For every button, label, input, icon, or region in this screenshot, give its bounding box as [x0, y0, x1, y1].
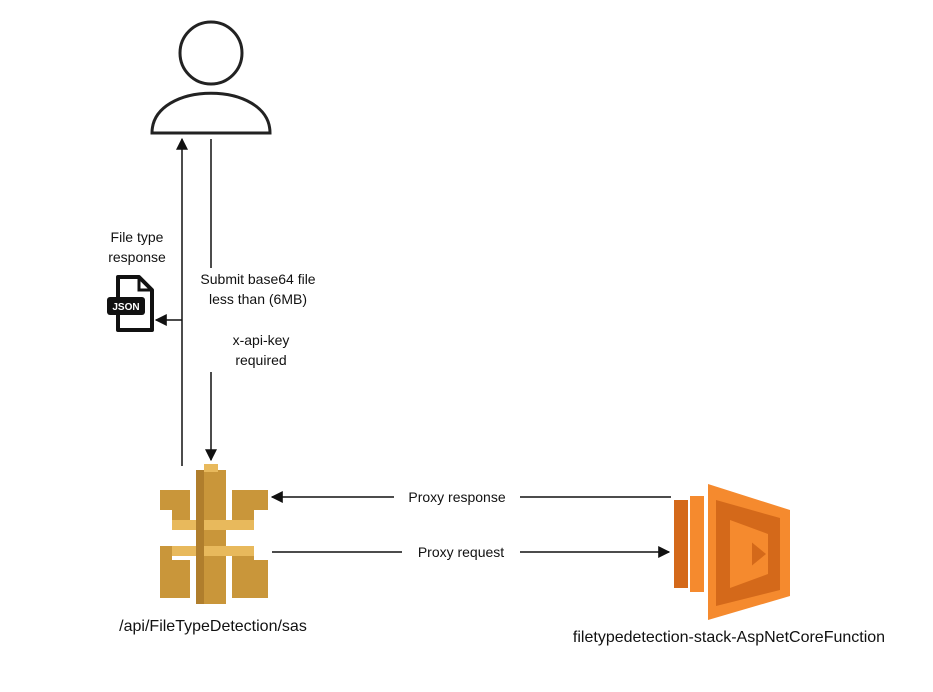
- file-type-response-label: File type response: [103, 227, 171, 267]
- file-type-response-line1: File type: [110, 229, 164, 245]
- submit-file-line1: Submit base64 file: [200, 271, 316, 287]
- user-icon: [150, 20, 272, 135]
- submit-file-label: Submit base64 file less than (6MB): [188, 269, 328, 309]
- proxy-response-label: Proxy response: [394, 487, 520, 507]
- api-key-label: x-api-key required: [220, 330, 302, 370]
- submit-file-line2: less than (6MB): [208, 291, 308, 307]
- api-key-line2: required: [235, 352, 287, 368]
- json-icon-text: JSON: [112, 302, 139, 313]
- api-key-line1: x-api-key: [232, 332, 290, 348]
- proxy-request-label: Proxy request: [402, 542, 520, 562]
- api-gateway-path-label: /api/FileTypeDetection/sas: [119, 618, 307, 635]
- api-gateway-icon: [160, 464, 268, 604]
- json-file-icon: JSON: [107, 275, 154, 332]
- file-type-response-line2: response: [108, 249, 166, 265]
- lambda-icon: [674, 484, 790, 620]
- lambda-function-label: filetypedetection-stack-AspNetCoreFuncti…: [572, 629, 886, 646]
